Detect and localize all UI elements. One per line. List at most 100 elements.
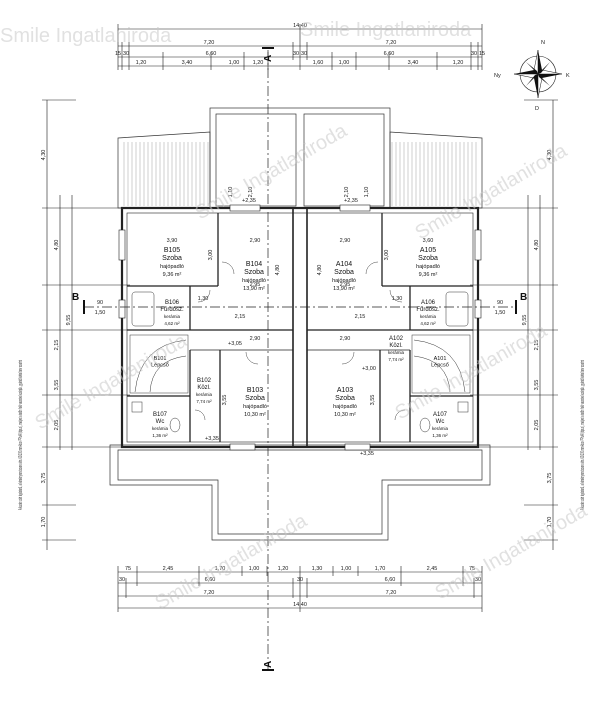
inner-dim-a-110: 1,10 xyxy=(364,187,370,198)
inner-dim-a-210: 2,10 xyxy=(344,187,350,198)
room-name-a106: Fürdősz. xyxy=(416,307,440,313)
room-area-b105: 9,36 m² xyxy=(163,272,182,278)
dim-left-2: 9,55 xyxy=(66,315,72,326)
room-name-a103: Szoba xyxy=(335,395,355,402)
dim-bot-r2-1: 6,60 xyxy=(205,577,216,583)
note-right: A kazán zárt égésterű, a kéményrendszere… xyxy=(580,360,586,510)
dim-top-r3-3: 1,20 xyxy=(253,60,264,66)
section-b-right: B xyxy=(520,292,527,303)
dim-bot-half-right: 7,20 xyxy=(386,590,397,596)
dim-bot-r1-5: 1,30 xyxy=(312,566,323,572)
dim-bot-r1-4: 1,20 xyxy=(278,566,289,572)
room-id-b107: B107 xyxy=(153,412,168,418)
inner-dim-right-150: 1,50 xyxy=(495,310,506,316)
room-id-a104: A104 xyxy=(336,261,352,268)
dim-left-5: 2,05 xyxy=(54,420,60,431)
stair-right xyxy=(411,334,471,394)
dim-right-5: 2,05 xyxy=(534,420,540,431)
bottom-dimension-chain xyxy=(117,566,483,612)
watermark-right-top: Smile Ingatlaniroda xyxy=(412,139,572,244)
inner-dim-a105-w: 3,60 xyxy=(423,238,434,244)
dim-right-1: 4,80 xyxy=(534,240,540,251)
dim-bot-r1-6: 1,00 xyxy=(341,566,352,572)
room-area-a103: 10,30 m² xyxy=(334,412,356,418)
dim-bot-r1-1: 2,45 xyxy=(163,566,174,572)
room-id-a105: A105 xyxy=(420,247,436,254)
bathroom-fixtures xyxy=(131,291,469,433)
dim-left-6: 3,75 xyxy=(41,473,47,484)
dim-bot-r2-0: 30 xyxy=(119,577,125,583)
room-area-a104: 13,90 m² xyxy=(333,286,355,292)
room-id-b106: B106 xyxy=(165,300,180,306)
room-name-b106: Fürdősz. xyxy=(160,307,184,313)
inner-dim-b103-w: 2,90 xyxy=(250,336,261,342)
dim-bot-r2-4: 30 xyxy=(475,577,481,583)
dim-right-4: 3,55 xyxy=(534,380,540,391)
room-floor-a102: kerámia xyxy=(388,350,405,355)
roof-hatching xyxy=(123,142,477,206)
room-id-b105: B105 xyxy=(164,247,180,254)
level-b-bottom: +3,35 xyxy=(205,436,219,442)
watermark-top-left: Smile Ingatlaniroda xyxy=(0,25,172,47)
room-name-a104: Szoba xyxy=(334,269,354,276)
compass-rose xyxy=(513,49,563,99)
dim-right-2: 9,55 xyxy=(522,315,528,326)
room-floor-a106: kerámia xyxy=(420,314,437,319)
room-id-a103: A103 xyxy=(337,387,353,394)
dim-left-4: 3,55 xyxy=(54,380,60,391)
room-area-a106: 4,62 m² xyxy=(420,321,436,326)
room-area-a107: 1,36 m² xyxy=(432,433,448,438)
inner-dim-a104-w: 2,90 xyxy=(340,238,351,244)
room-area-a102: 7,74 m² xyxy=(388,357,404,362)
dim-top-r3-6: 3,40 xyxy=(408,60,419,66)
room-name-b101: Lépcső xyxy=(151,363,169,369)
dim-top-half-left: 7,20 xyxy=(204,40,215,46)
watermark-top-right: Smile Ingatlaniroda xyxy=(300,19,472,41)
dim-top-total: 14,40 xyxy=(293,23,307,29)
dim-right-6: 3,75 xyxy=(547,473,553,484)
dim-bot-r1-0: 75 xyxy=(125,566,131,572)
building-walls xyxy=(118,204,482,451)
section-a-top: A xyxy=(263,55,274,62)
section-a-bottom: A xyxy=(263,661,274,668)
room-area-b102: 7,74 m² xyxy=(196,399,212,404)
dim-top-r2-3: 30 xyxy=(293,51,299,57)
inner-dim-b103-h: 3,55 xyxy=(222,395,228,406)
inner-dim-left-90: 90 xyxy=(97,300,103,306)
dim-bot-r1-9: 75 xyxy=(469,566,475,572)
dim-top-r2-1: 30 xyxy=(123,51,129,57)
room-area-b103: 10,30 m² xyxy=(244,412,266,418)
room-id-b101: B101 xyxy=(154,356,167,362)
dim-bot-r1-3: 1,00 xyxy=(249,566,260,572)
dim-top-r3-0: 1,20 xyxy=(136,60,147,66)
compass-west: Ny xyxy=(494,73,501,79)
inner-dim-b105-w: 3,90 xyxy=(167,238,178,244)
right-dimension-chain xyxy=(470,99,558,550)
compass-south: D xyxy=(535,106,539,112)
level-a-mid: +3,00 xyxy=(362,366,376,372)
dim-top-r2-5: 6,60 xyxy=(384,51,395,57)
dim-left-3: 2,15 xyxy=(54,340,60,351)
room-area-b106: 4,62 m² xyxy=(164,321,180,326)
room-id-a101: A101 xyxy=(434,356,447,362)
room-name-b104: Szoba xyxy=(244,269,264,276)
left-dimension-chain xyxy=(42,99,130,550)
dim-bot-r2-3: 6,60 xyxy=(385,577,396,583)
inner-dim-b-130: 1,30 xyxy=(198,296,209,302)
inner-dim-a104-h: 4,80 xyxy=(317,265,323,276)
room-floor-a103: hajópadló xyxy=(333,404,357,410)
inner-dim-b-215: 2,15 xyxy=(235,314,246,320)
watermark-bottom-left: Smile Ingatlaniroda xyxy=(152,509,312,614)
door-swings xyxy=(194,261,406,421)
watermark-bottom-right: Smile Ingatlaniroda xyxy=(432,499,592,604)
stair-left xyxy=(129,334,189,394)
room-id-a102: A102 xyxy=(389,336,404,342)
inner-dim-b-210: 2,10 xyxy=(248,187,254,198)
dim-right-0: 4,30 xyxy=(547,150,553,161)
room-name-b105: Szoba xyxy=(162,255,182,262)
inner-dim-b-110: 1,10 xyxy=(228,187,234,198)
dim-bot-r2-2: 30 xyxy=(297,577,303,583)
